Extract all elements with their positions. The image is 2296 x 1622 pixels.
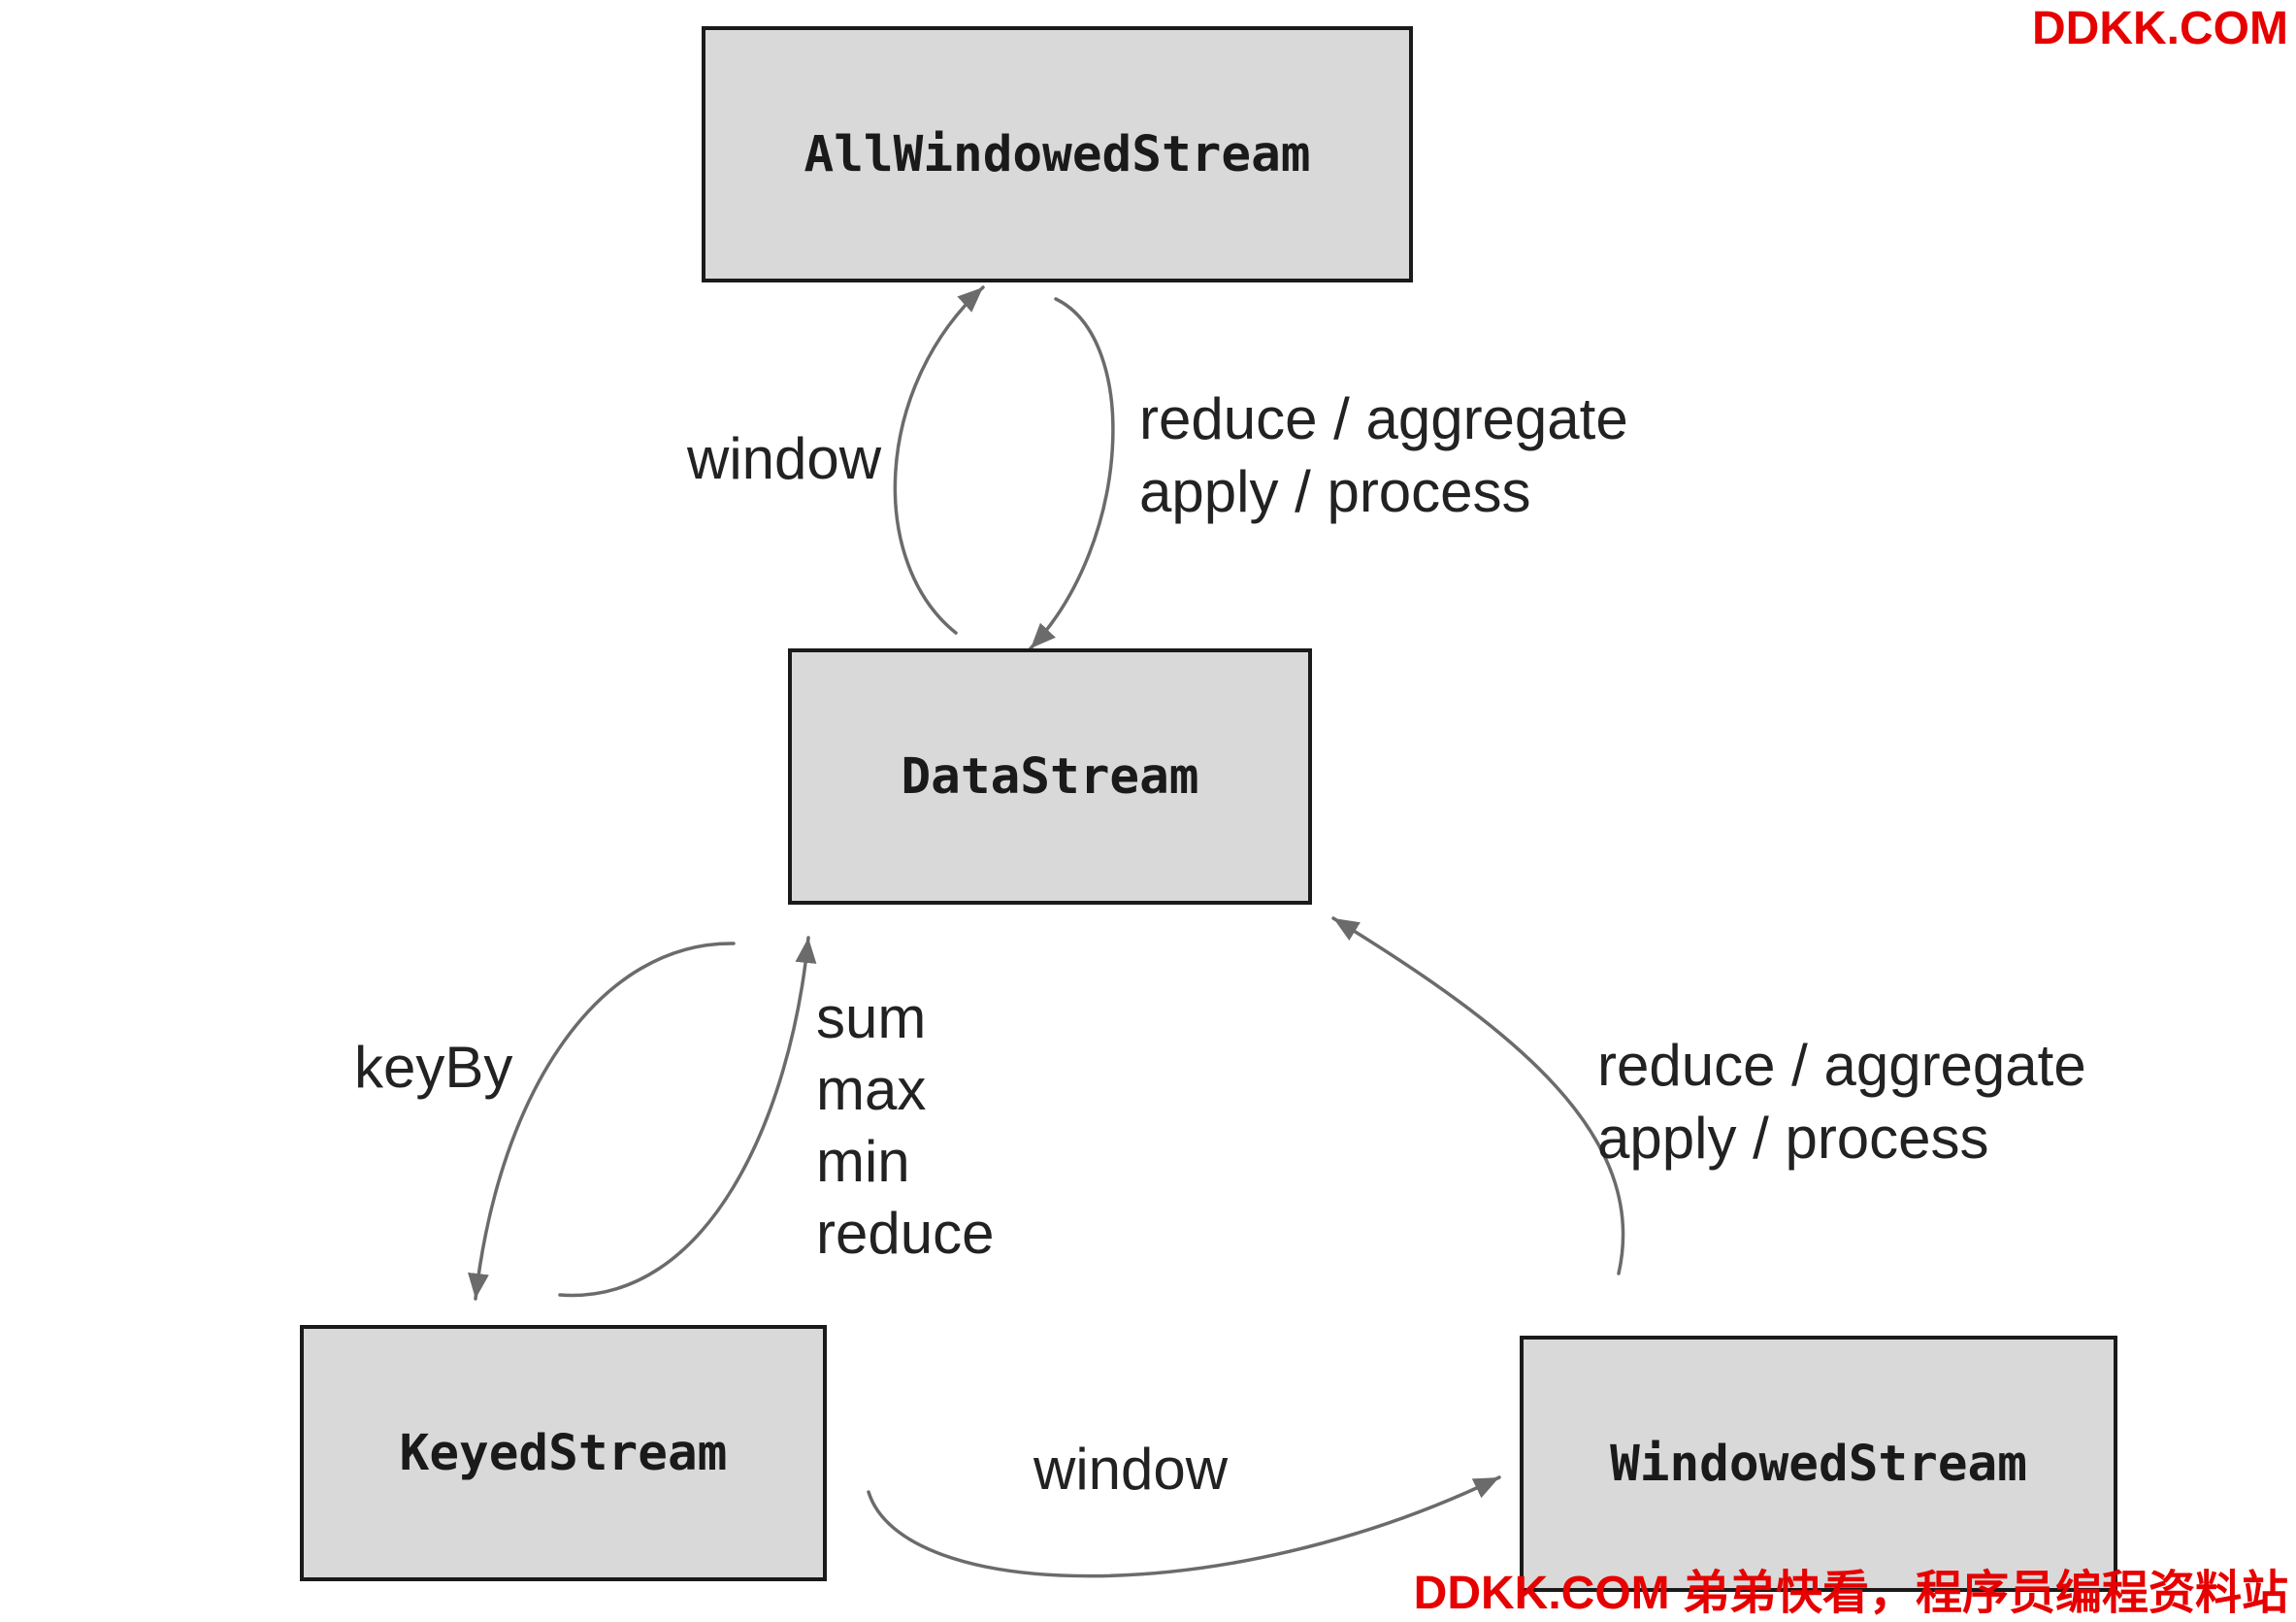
edge-label-line: max [816,1057,927,1122]
edge-label-window-top: window [687,422,881,495]
edge-label-text: keyBy [354,1035,513,1100]
arrow-windowedstream-to-datastream [1331,916,1625,1275]
arrow-datastream-to-keyedstream [468,942,736,1301]
edge-label-line: reduce / aggregate [1139,386,1628,451]
arrow-keyedstream-to-windowedstream [867,1475,1501,1578]
node-datastream: DataStream [788,648,1312,905]
edge-label-line: apply / process [1139,459,1531,524]
arrow-keyedstream-to-datastream [558,936,817,1298]
edge-label-text: window [687,426,882,491]
edge-label-text: window [1033,1437,1229,1502]
edge-label-keyed-aggregations: sum max min reduce [816,982,994,1270]
edge-label-keyby: keyBy [354,1031,512,1104]
edge-label-line: min [816,1129,910,1194]
node-keyedstream: KeyedStream [300,1325,827,1581]
edge-label-line: reduce / aggregate [1597,1033,2086,1098]
node-allwindowedstream: AllWindowedStream [702,26,1413,282]
edge-label-allwindowed-ops: reduce / aggregate apply / process [1139,382,1628,528]
node-keyedstream-label: KeyedStream [399,1424,728,1482]
arrow-allwindowedstream-to-datastream [1029,297,1115,650]
node-windowedstream: WindowedStream [1520,1336,2117,1592]
edge-label-line: apply / process [1597,1106,1989,1171]
watermark-top: DDKK.COM [2032,3,2288,54]
edge-label-window-bottom: window [1033,1433,1228,1506]
edge-label-windowed-ops: reduce / aggregate apply / process [1597,1029,2086,1175]
watermark-bottom: DDKK.COM 弟弟快看，程序员编程资料站 [1413,1568,2288,1619]
node-allwindowedstream-label: AllWindowedStream [804,125,1311,183]
arrow-datastream-to-allwindowedstream [893,285,985,635]
edge-label-line: sum [816,985,927,1050]
node-datastream-label: DataStream [901,747,1199,806]
node-windowedstream-label: WindowedStream [1610,1435,2027,1493]
edge-label-line: reduce [816,1201,995,1266]
